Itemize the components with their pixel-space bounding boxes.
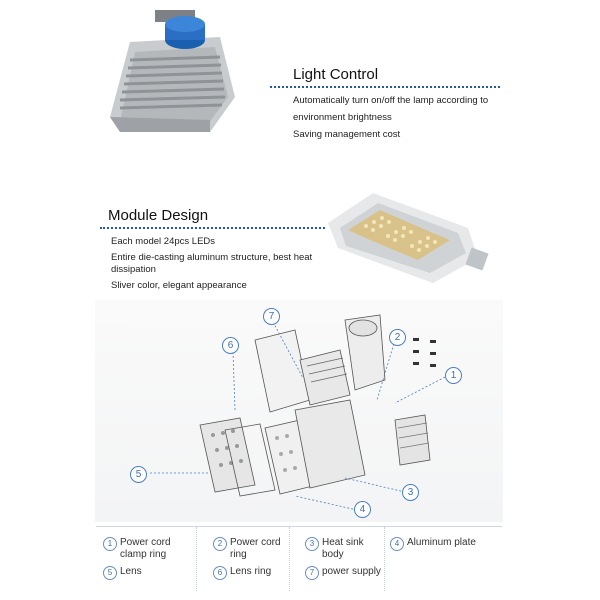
light-control-heading: Light Control [293, 66, 379, 83]
legend-number: 5 [103, 566, 117, 580]
legend-divider-1 [196, 527, 197, 591]
legend-label: power supply [322, 566, 381, 577]
callout-7: 7 [263, 308, 280, 325]
module-design-divider [100, 227, 325, 229]
legend-label: Power cord ring [230, 537, 281, 560]
light-control-line-3: Saving management cost [293, 129, 401, 140]
legend-label: Power cord clamp ring [120, 537, 171, 560]
module-design-line-1: Each model 24pcs LEDs [111, 236, 216, 247]
legend-number: 7 [305, 566, 319, 580]
exploded-diagram [95, 300, 503, 522]
legend-label: Lens ring [230, 566, 272, 577]
module-design-description: Each model 24pcs LEDs Entire die-casting… [111, 236, 326, 292]
module-design-heading: Module Design [108, 207, 209, 224]
photocell-lamp-image [100, 2, 240, 137]
led-module-lamp-image [318, 188, 493, 288]
callout-3: 3 [402, 484, 419, 501]
legend-number: 2 [213, 537, 227, 551]
light-control-line-2: environment brightness [293, 112, 392, 123]
light-control-line-1: Automatically turn on/off the lamp accor… [293, 95, 489, 106]
module-design-line-3: dissipation [111, 264, 156, 275]
legend-number: 4 [390, 537, 404, 551]
module-design-line-4: Sliver color, elegant appearance [111, 280, 247, 291]
legend-label: Aluminum plate [407, 537, 476, 548]
light-control-description: Automatically turn on/off the lamp accor… [293, 94, 503, 142]
legend-table [96, 526, 502, 591]
legend-number: 3 [305, 537, 319, 551]
module-design-line-2: Entire die-casting aluminum structure, b… [111, 252, 313, 263]
legend-number: 1 [103, 537, 117, 551]
callout-5: 5 [130, 466, 147, 483]
legend-label: Lens [120, 566, 142, 577]
legend-number: 6 [213, 566, 227, 580]
callout-2: 2 [389, 329, 406, 346]
legend-divider-2 [289, 527, 290, 591]
callout-1: 1 [445, 367, 462, 384]
callout-6: 6 [222, 337, 239, 354]
legend-label: Heat sink body [322, 537, 364, 560]
legend-divider-3 [384, 527, 385, 591]
callout-4: 4 [354, 501, 371, 518]
light-control-divider [270, 86, 500, 88]
